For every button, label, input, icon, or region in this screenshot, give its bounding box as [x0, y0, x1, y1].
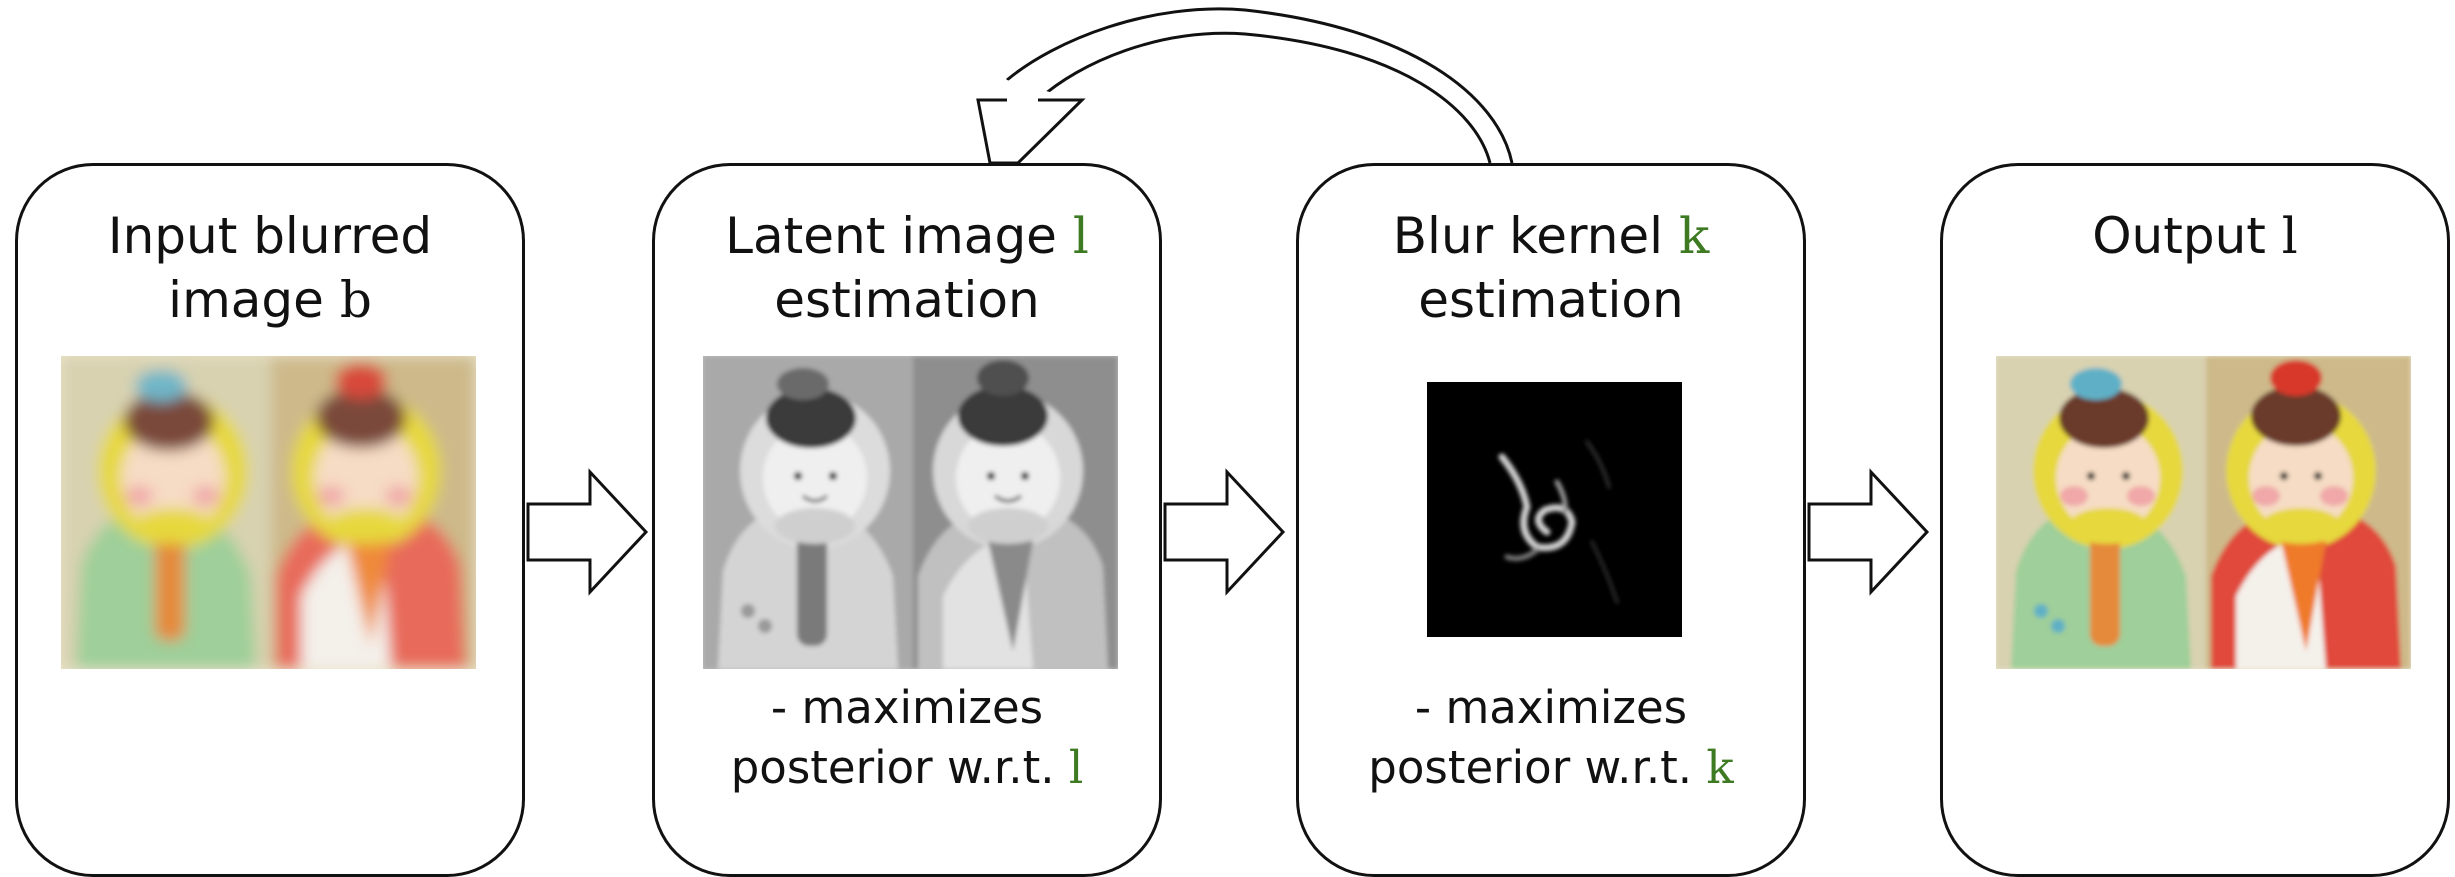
panel-input-title: Input blurred image b [18, 204, 522, 332]
variable-l: l [1072, 207, 1089, 265]
latent-image [703, 356, 1118, 669]
output-image [1996, 356, 2411, 669]
panel-kernel-sub-line2: posterior w.r.t. [1368, 741, 1707, 794]
panel-latent-subtitle: - maximizes posterior w.r.t. l [655, 678, 1159, 798]
panel-latent-sub-line1: - maximizes [770, 681, 1044, 734]
panel-kernel-title: Blur kernel k estimation [1299, 204, 1803, 332]
variable-k-sub: k [1706, 741, 1734, 794]
right-arrow-icon [526, 468, 649, 596]
panel-latent-image: Latent image l estimation [652, 163, 1162, 877]
panel-latent-title-line2: estimation [774, 271, 1040, 329]
panel-blur-kernel: Blur kernel k estimation - maximizes pos… [1296, 163, 1806, 877]
panel-input: Input blurred image b [15, 163, 525, 877]
panel-input-title-line1: Input blurred [107, 207, 433, 265]
panel-kernel-subtitle: - maximizes posterior w.r.t. k [1299, 678, 1803, 798]
variable-l-output: l [2281, 207, 2298, 265]
right-arrow-icon [1163, 468, 1286, 596]
variable-k: k [1678, 207, 1710, 265]
blur-kernel-image [1427, 382, 1682, 637]
variable-b: b [339, 271, 372, 329]
panel-kernel-title-line1: Blur kernel [1392, 207, 1679, 265]
blurred-image [61, 356, 476, 669]
panel-output-title: Output l [1943, 204, 2447, 268]
panel-output: Output l [1940, 163, 2450, 877]
panel-input-title-line2: image [168, 271, 340, 329]
panel-latent-title-line1: Latent image [725, 207, 1073, 265]
panel-latent-sub-line2: posterior w.r.t. [730, 741, 1069, 794]
panel-kernel-title-line2: estimation [1418, 271, 1684, 329]
panel-kernel-sub-line1: - maximizes [1414, 681, 1688, 734]
panel-latent-title: Latent image l estimation [655, 204, 1159, 332]
feedback-loop-arrow-icon [976, 7, 1514, 165]
panel-output-title-line1: Output [2092, 207, 2282, 265]
right-arrow-icon [1807, 468, 1930, 596]
variable-l-sub: l [1068, 741, 1084, 794]
